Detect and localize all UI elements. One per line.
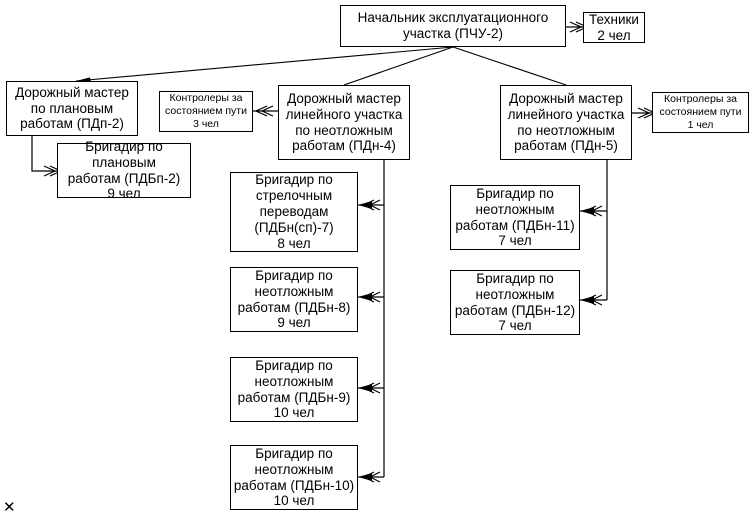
edge-pdn5-to-pdbn12 [580,294,607,306]
node-pdbn8[interactable]: Бригадир по неотложным работам (ПДБн-8) … [230,267,358,332]
node-kontrolery-3[interactable]: Контролеры за состоянием пути 3 чел [159,91,253,132]
node-head[interactable]: Начальник эксплуатационного участка (ПЧУ… [340,5,566,47]
edge-pdn4-to-pdbn10 [358,471,384,483]
edge-head-to-pdn5 [452,46,567,86]
node-pdbn11[interactable]: Бригадир по неотложным работам (ПДБн-11)… [450,185,580,250]
close-icon: ✕ [3,499,16,516]
edge-pdn4-to-pdbn9 [358,382,384,394]
edge-pdn4-to-pdbn-sp7 [358,199,384,211]
node-pdbn-sp7[interactable]: Бригадир по стрелочным переводам (ПДБн(с… [230,172,358,252]
node-pdn5[interactable]: Дорожный мастер линейного участка по нео… [500,85,632,160]
node-pdp2[interactable]: Дорожный мастер по плановым работам (ПДп… [6,81,138,136]
edge-pdn4-to-kontrolery3 [253,105,278,117]
node-pdbp2[interactable]: Бригадир по плановым работам (ПДБп-2) 9 … [57,139,191,201]
node-kontrolery-1[interactable]: Контролеры за состоянием пути 1 чел [652,92,749,133]
node-tehniki[interactable]: Техники 2 чел [583,12,645,43]
edge-pdn5-to-pdbn11 [580,205,607,217]
edge-pdn4-to-pdbn8 [358,291,384,303]
node-pdn4[interactable]: Дорожный мастер линейного участка по нео… [278,85,410,160]
node-pdbn9[interactable]: Бригадир по неотложным работам (ПДБн-9) … [230,357,358,422]
node-pdbn12[interactable]: Бригадир по неотложным работам (ПДБн-12)… [450,270,580,335]
edge-head-to-pdn4 [343,46,454,86]
node-pdbn10[interactable]: Бригадир по неотложным работам (ПДБн-10)… [230,445,358,510]
edge-head-to-pdp2 [75,46,454,83]
